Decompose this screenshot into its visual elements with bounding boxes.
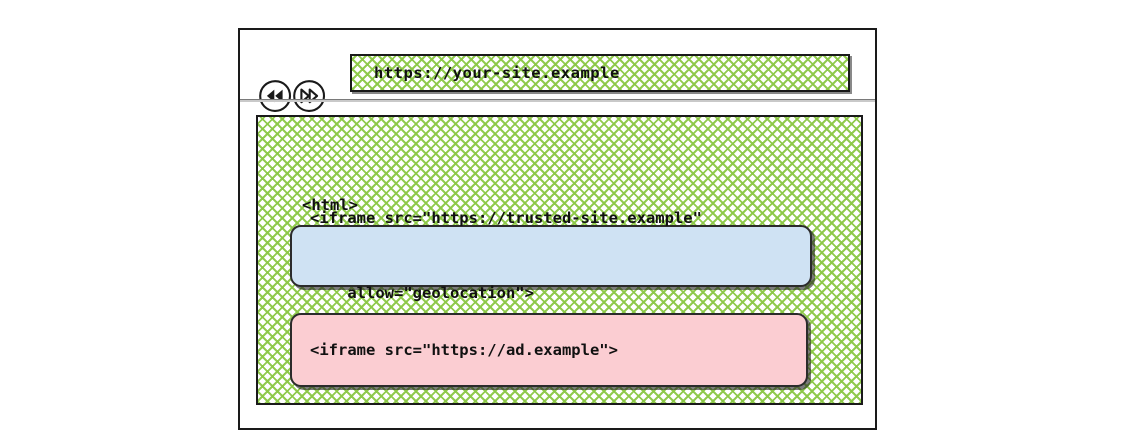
page-viewport: <html> // your-site.example code <iframe… bbox=[256, 115, 863, 405]
trusted-iframe-line-2: allow="geolocation"> bbox=[310, 283, 534, 302]
forward-button[interactable] bbox=[292, 79, 326, 113]
code-line-html: <html> bbox=[302, 196, 358, 215]
toolbar-divider bbox=[240, 99, 875, 102]
trusted-site-iframe-code: <iframe src="https://trusted-site.exampl… bbox=[292, 157, 702, 355]
rewind-back-icon bbox=[258, 79, 292, 113]
ad-iframe-code: <iframe src="https://ad.example"> bbox=[292, 288, 618, 412]
ad-iframe[interactable]: <iframe src="https://ad.example"> bbox=[290, 313, 808, 387]
url-input[interactable]: https://your-site.example bbox=[374, 64, 620, 82]
ad-iframe-line-1: <iframe src="https://ad.example"> bbox=[310, 340, 618, 359]
trusted-iframe-line-1: <iframe src="https://trusted-site.exampl… bbox=[310, 209, 702, 228]
fast-forward-icon bbox=[292, 79, 326, 113]
back-button[interactable] bbox=[258, 79, 292, 113]
browser-toolbar: https://your-site.example bbox=[240, 30, 875, 112]
trusted-site-iframe[interactable]: <iframe src="https://trusted-site.exampl… bbox=[290, 209, 812, 302]
browser-window: https://your-site.example <html> // your… bbox=[238, 28, 877, 430]
url-bar[interactable]: https://your-site.example bbox=[350, 54, 850, 92]
